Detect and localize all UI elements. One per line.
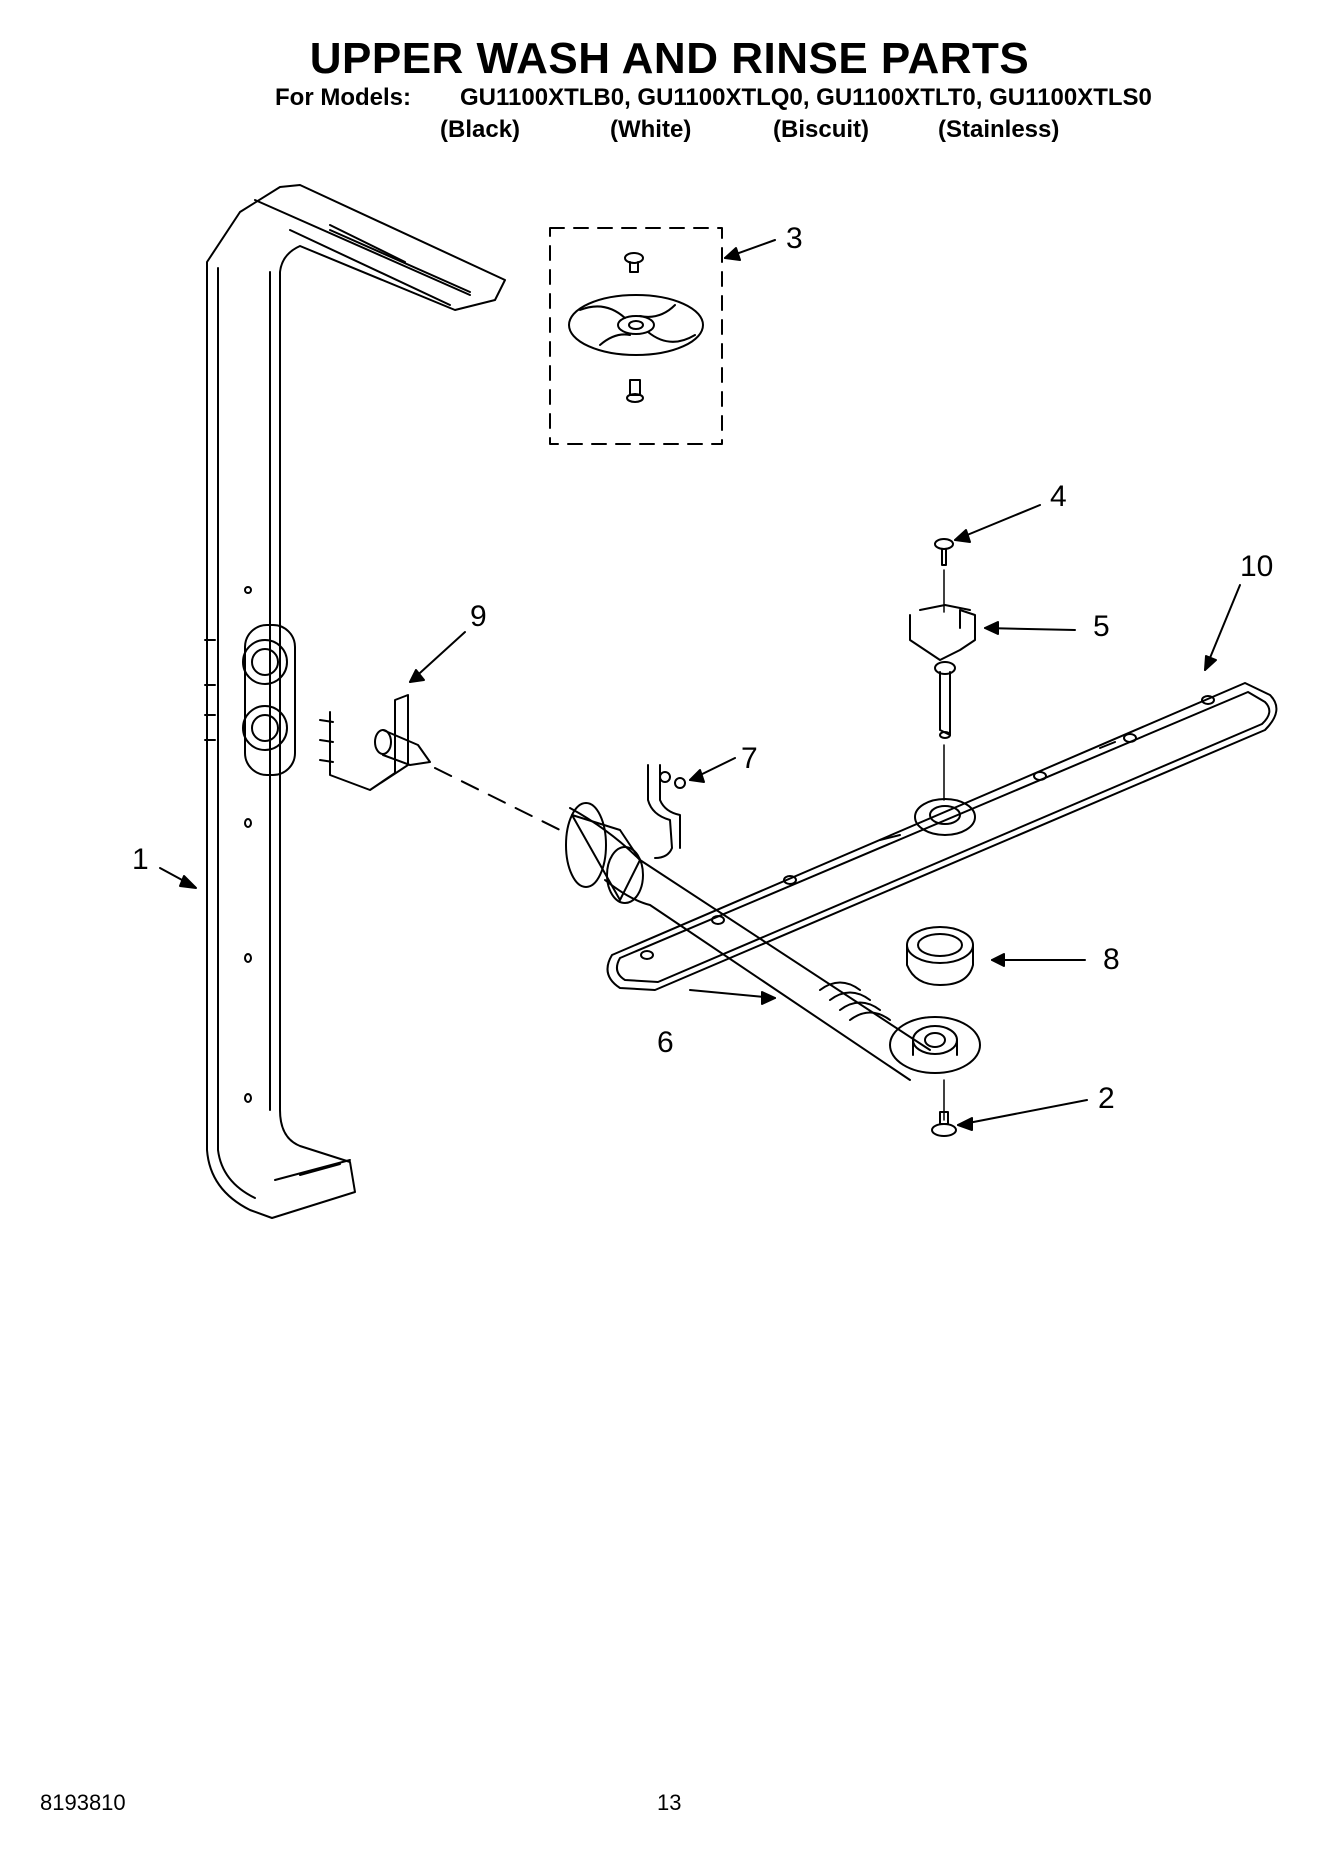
callout-6: 6 xyxy=(657,1026,674,1059)
callout-7: 7 xyxy=(741,742,758,775)
part-6-manifold xyxy=(565,802,981,1081)
part-2-screw xyxy=(931,1079,957,1137)
color-white: (White) xyxy=(610,116,692,143)
part-7-clip xyxy=(647,764,686,859)
callout-2: 2 xyxy=(1098,1082,1115,1115)
part-3-spray-impeller xyxy=(549,227,723,445)
callout-9: 9 xyxy=(470,600,487,633)
part-8-ring xyxy=(906,926,974,986)
models-list: GU1100XTLB0, GU1100XTLQ0, GU1100XTLT0, G… xyxy=(460,84,1152,111)
callout-5: 5 xyxy=(1093,610,1110,643)
page-title: UPPER WASH AND RINSE PARTS xyxy=(309,34,1030,83)
leader-lines xyxy=(159,239,1241,1131)
models-prefix: For Models: xyxy=(275,84,411,111)
color-biscuit: (Biscuit) xyxy=(773,116,869,143)
part-10-spray-arm xyxy=(606,682,1278,991)
part-5-hub xyxy=(909,604,976,739)
part-9-bracket xyxy=(319,694,431,791)
doc-number: 8193810 xyxy=(40,1790,126,1815)
callout-10: 10 xyxy=(1240,550,1274,583)
callout-4: 4 xyxy=(1050,480,1067,513)
part-1-supply-tube xyxy=(204,184,506,1219)
color-stainless: (Stainless) xyxy=(938,116,1060,143)
callout-3: 3 xyxy=(786,222,803,255)
page-number: 13 xyxy=(657,1790,682,1815)
color-black: (Black) xyxy=(440,116,521,143)
alignment-dashes xyxy=(434,767,561,831)
callout-1: 1 xyxy=(132,843,149,876)
part-4-screw xyxy=(934,538,954,566)
callout-8: 8 xyxy=(1103,943,1120,976)
